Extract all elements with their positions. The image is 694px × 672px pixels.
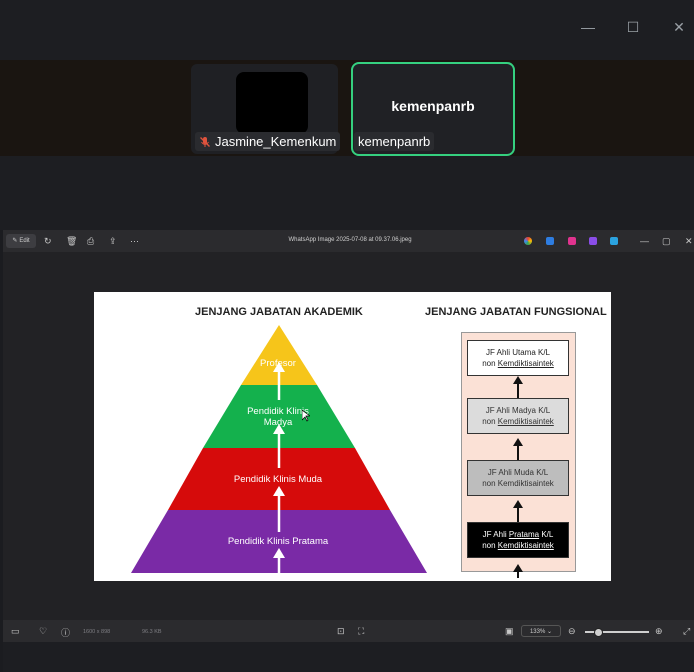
pyramid-tier-madya [203, 385, 355, 448]
fullscreen-icon[interactable]: ⤢ [683, 626, 691, 636]
meeting-stage [0, 156, 694, 230]
mic-muted-icon [200, 136, 210, 147]
right-heading: JENJANG JABATAN FUNGSIONAL [425, 306, 607, 318]
zoom-slider-thumb[interactable] [594, 628, 603, 637]
pyramid-label-profesor: Profesor [260, 358, 296, 369]
share-icon[interactable]: ⇪ [109, 236, 117, 246]
rotate-icon[interactable]: ↻ [44, 236, 52, 246]
zoom-slider[interactable] [585, 631, 649, 633]
pyramid-tier-profesor [241, 325, 317, 385]
maximize-icon[interactable]: ▢ [662, 236, 671, 246]
pyramid-label-muda: Pendidik Klinis Muda [233, 474, 323, 485]
favorite-icon[interactable]: ♡ [39, 626, 48, 636]
participant-video [236, 72, 308, 134]
pyramid-diagram [131, 325, 427, 574]
participant-name: Jasmine_Kemenkum [215, 134, 337, 149]
meeting-header [0, 0, 694, 60]
actual-size-icon[interactable]: ⛶ [358, 626, 365, 636]
ladder-arrows [513, 376, 523, 578]
fit-window-icon[interactable]: ▣ [505, 626, 514, 636]
app-icon[interactable] [524, 237, 532, 245]
zoom-out-icon[interactable]: ⊖ [568, 626, 576, 636]
app-icon[interactable] [568, 237, 576, 245]
delete-icon[interactable]: 🗑 [66, 236, 78, 246]
pyramid-label-pratama: Pendidik Klinis Pratama [227, 536, 329, 547]
participant-name-label: kemenpanrb [354, 132, 435, 151]
print-icon[interactable]: ⎙ [87, 236, 95, 246]
meeting-footer [3, 642, 694, 672]
pyramid-arrows [273, 362, 285, 574]
mouse-cursor-icon [302, 410, 310, 422]
close-icon[interactable]: ✕ [673, 19, 685, 35]
participant-display-name: kemenpanrb [391, 98, 475, 114]
fit-screen-icon[interactable]: ⊡ [337, 626, 345, 636]
maximize-icon[interactable]: ☐ [626, 19, 640, 35]
edit-button[interactable]: ✎ Edit [6, 234, 36, 248]
left-heading: JENJANG JABATAN AKADEMIK [195, 306, 363, 318]
viewer-toolbar [3, 230, 694, 252]
minimize-icon[interactable]: — [640, 236, 649, 246]
participant-name-label: Jasmine_Kemenkum [195, 132, 341, 151]
app-icon[interactable] [546, 237, 554, 245]
filmstrip-icon[interactable]: ▭ [11, 626, 20, 636]
info-icon[interactable]: ⓘ [61, 628, 71, 638]
file-size: 96.3 KB [142, 629, 162, 635]
image-dimensions: 1600 x 898 [83, 629, 111, 635]
app-icon[interactable] [589, 237, 597, 245]
viewer-title: WhatsApp Image 2025-07-08 at 09.37.06.jp… [288, 237, 412, 243]
pyramid-tier-muda [168, 448, 390, 510]
zoom-level-dropdown[interactable]: 133% ⌄ [521, 625, 561, 637]
edit-label: Edit [19, 238, 30, 244]
participants-strip [0, 60, 694, 156]
zoom-in-icon[interactable]: ⊕ [655, 626, 663, 636]
pyramid-tier-pratama [131, 510, 427, 573]
edit-icon: ✎ [12, 238, 18, 244]
more-icon[interactable]: ⋯ [130, 236, 139, 246]
close-icon[interactable]: ✕ [685, 236, 693, 246]
minimize-icon[interactable]: — [581, 19, 595, 35]
app-icon[interactable] [610, 237, 618, 245]
participant-tile-kemenpanrb[interactable] [351, 62, 515, 156]
